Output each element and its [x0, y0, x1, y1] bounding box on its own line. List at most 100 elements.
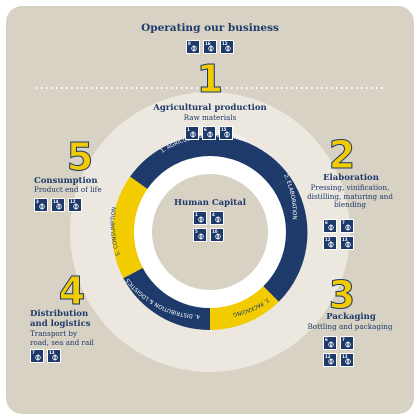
sdg-glyph-icon — [328, 224, 334, 231]
ring-segment-4 — [123, 267, 211, 331]
stage-3-title: Packaging — [326, 312, 376, 322]
sdg-number: 13 — [342, 354, 348, 359]
sdg-glyph-icon — [215, 233, 221, 240]
sdg-glyph-icon — [328, 358, 334, 365]
stage-5-subtitle: Product end of life — [34, 185, 102, 194]
stage-3-subtitle: Bottling and packaging — [307, 322, 393, 331]
sdg-number: 12 — [222, 41, 228, 46]
sdg-15-icon: 15 — [219, 126, 233, 140]
sdg-3-icon: 3 — [34, 198, 48, 212]
stage-5-number: 5 — [66, 135, 94, 179]
sdg-glyph-icon — [215, 216, 221, 223]
sdg-number: 3 — [36, 199, 39, 204]
sdg-1-icon: 1 — [185, 126, 199, 140]
sdg-glyph-icon — [73, 203, 79, 210]
sdg-glyph-icon — [198, 233, 204, 240]
stage-2-subtitle: Pressing, vinification, distilling, matu… — [307, 183, 393, 209]
sdg-number: 6 — [204, 127, 207, 132]
center-title: Human Capital — [174, 198, 246, 208]
sdg-8-icon: 8 — [186, 40, 200, 54]
sdg-number: 8 — [188, 41, 191, 46]
stage-4-sdg-icons: 7 13 — [30, 349, 61, 363]
ring-segment-5 — [112, 176, 149, 279]
sdg-12-icon: 12 — [323, 353, 337, 367]
stage-3-sdg-icons: 6 7 12 13 — [323, 336, 355, 367]
sdg-glyph-icon — [345, 341, 351, 348]
sdg-glyph-icon — [225, 45, 231, 52]
stage-5-title: Consumption — [34, 176, 98, 186]
sdg-6-icon: 6 — [202, 126, 216, 140]
stage-2-title: Elaboration — [323, 173, 379, 183]
sdg-number: 6 — [325, 337, 328, 342]
sdg-13-icon: 13 — [47, 349, 61, 363]
sdg-number: 1 — [195, 212, 198, 217]
ring-segment-1 — [130, 135, 290, 190]
sdg-glyph-icon — [345, 358, 351, 365]
sdg-4-icon: 4 — [210, 211, 224, 225]
sdg-number: 12 — [70, 199, 76, 204]
stage-1-title: Agricultural production — [153, 103, 267, 113]
sdg-number: 7 — [342, 337, 345, 342]
sdg-glyph-icon — [39, 203, 45, 210]
sdg-number: 15 — [221, 127, 227, 132]
sdg-glyph-icon — [328, 341, 334, 348]
sdg-glyph-icon — [345, 241, 351, 248]
sdg-number: 1 — [187, 127, 190, 132]
sdg-number: 7 — [32, 350, 35, 355]
sdg-number: 4 — [212, 212, 215, 217]
sdg-7-icon: 7 — [340, 336, 354, 350]
sdg-glyph-icon — [35, 354, 41, 361]
sdg-12-icon: 12 — [220, 40, 234, 54]
sdg-5-icon: 5 — [193, 228, 207, 242]
stage-3-number: 3 — [328, 273, 356, 317]
sdg-glyph-icon — [224, 131, 230, 138]
sdg-12-icon: 12 — [68, 198, 82, 212]
sdg-glyph-icon — [328, 241, 334, 248]
stage-5-sdg-icons: 3 14 12 — [34, 198, 82, 212]
sdg-number: 6 — [325, 220, 328, 225]
sdg-6-icon: 6 — [323, 336, 337, 350]
center-sdg-icons: 1 4 5 10 — [193, 211, 225, 242]
sdg-13-icon: 13 — [340, 353, 354, 367]
sdg-number: 10 — [212, 229, 218, 234]
stage-1-number: 1 — [196, 57, 224, 101]
sdg-6-icon: 6 — [323, 219, 337, 233]
sdg-number: 5 — [195, 229, 198, 234]
sdg-glyph-icon — [52, 354, 58, 361]
sdg-14-icon: 14 — [51, 198, 65, 212]
sdg-number: 13 — [49, 350, 55, 355]
stage-4-subtitle: Transport by road, sea and rail — [30, 329, 94, 347]
sdg-glyph-icon — [198, 216, 204, 223]
stage-2-sdg-icons: 6 7 12 13 — [323, 219, 355, 250]
stage-2-number: 2 — [328, 133, 356, 177]
sdg-glyph-icon — [190, 131, 196, 138]
sdg-7-icon: 7 — [30, 349, 44, 363]
sdg-glyph-icon — [56, 203, 62, 210]
stage-4-title: Distribution and logistics — [30, 309, 91, 329]
sdg-7-icon: 7 — [340, 219, 354, 233]
sdg-16-icon: 16 — [203, 40, 217, 54]
sdg-glyph-icon — [191, 45, 197, 52]
header-title: Operating our business — [141, 22, 279, 34]
ring-label-5: 5. CONSUMPTION — [111, 207, 122, 257]
sdg-1-icon: 1 — [193, 211, 207, 225]
stage-1-subtitle: Raw materials — [183, 113, 237, 122]
sdg-10-icon: 10 — [210, 228, 224, 242]
ring-segment-2 — [262, 176, 308, 302]
sdg-number: 12 — [325, 237, 331, 242]
header-sdg-icons: 8 16 12 — [186, 40, 234, 54]
sdg-glyph-icon — [208, 45, 214, 52]
stage-4-number: 4 — [58, 269, 86, 313]
sdg-number: 13 — [342, 237, 348, 242]
sdg-number: 16 — [205, 41, 211, 46]
sdg-glyph-icon — [345, 224, 351, 231]
sdg-number: 7 — [342, 220, 345, 225]
ring-segment-3 — [209, 285, 279, 330]
sdg-12-icon: 12 — [323, 236, 337, 250]
sdg-13-icon: 13 — [340, 236, 354, 250]
sdg-glyph-icon — [207, 131, 213, 138]
sdg-number: 14 — [53, 199, 59, 204]
sdg-number: 12 — [325, 354, 331, 359]
